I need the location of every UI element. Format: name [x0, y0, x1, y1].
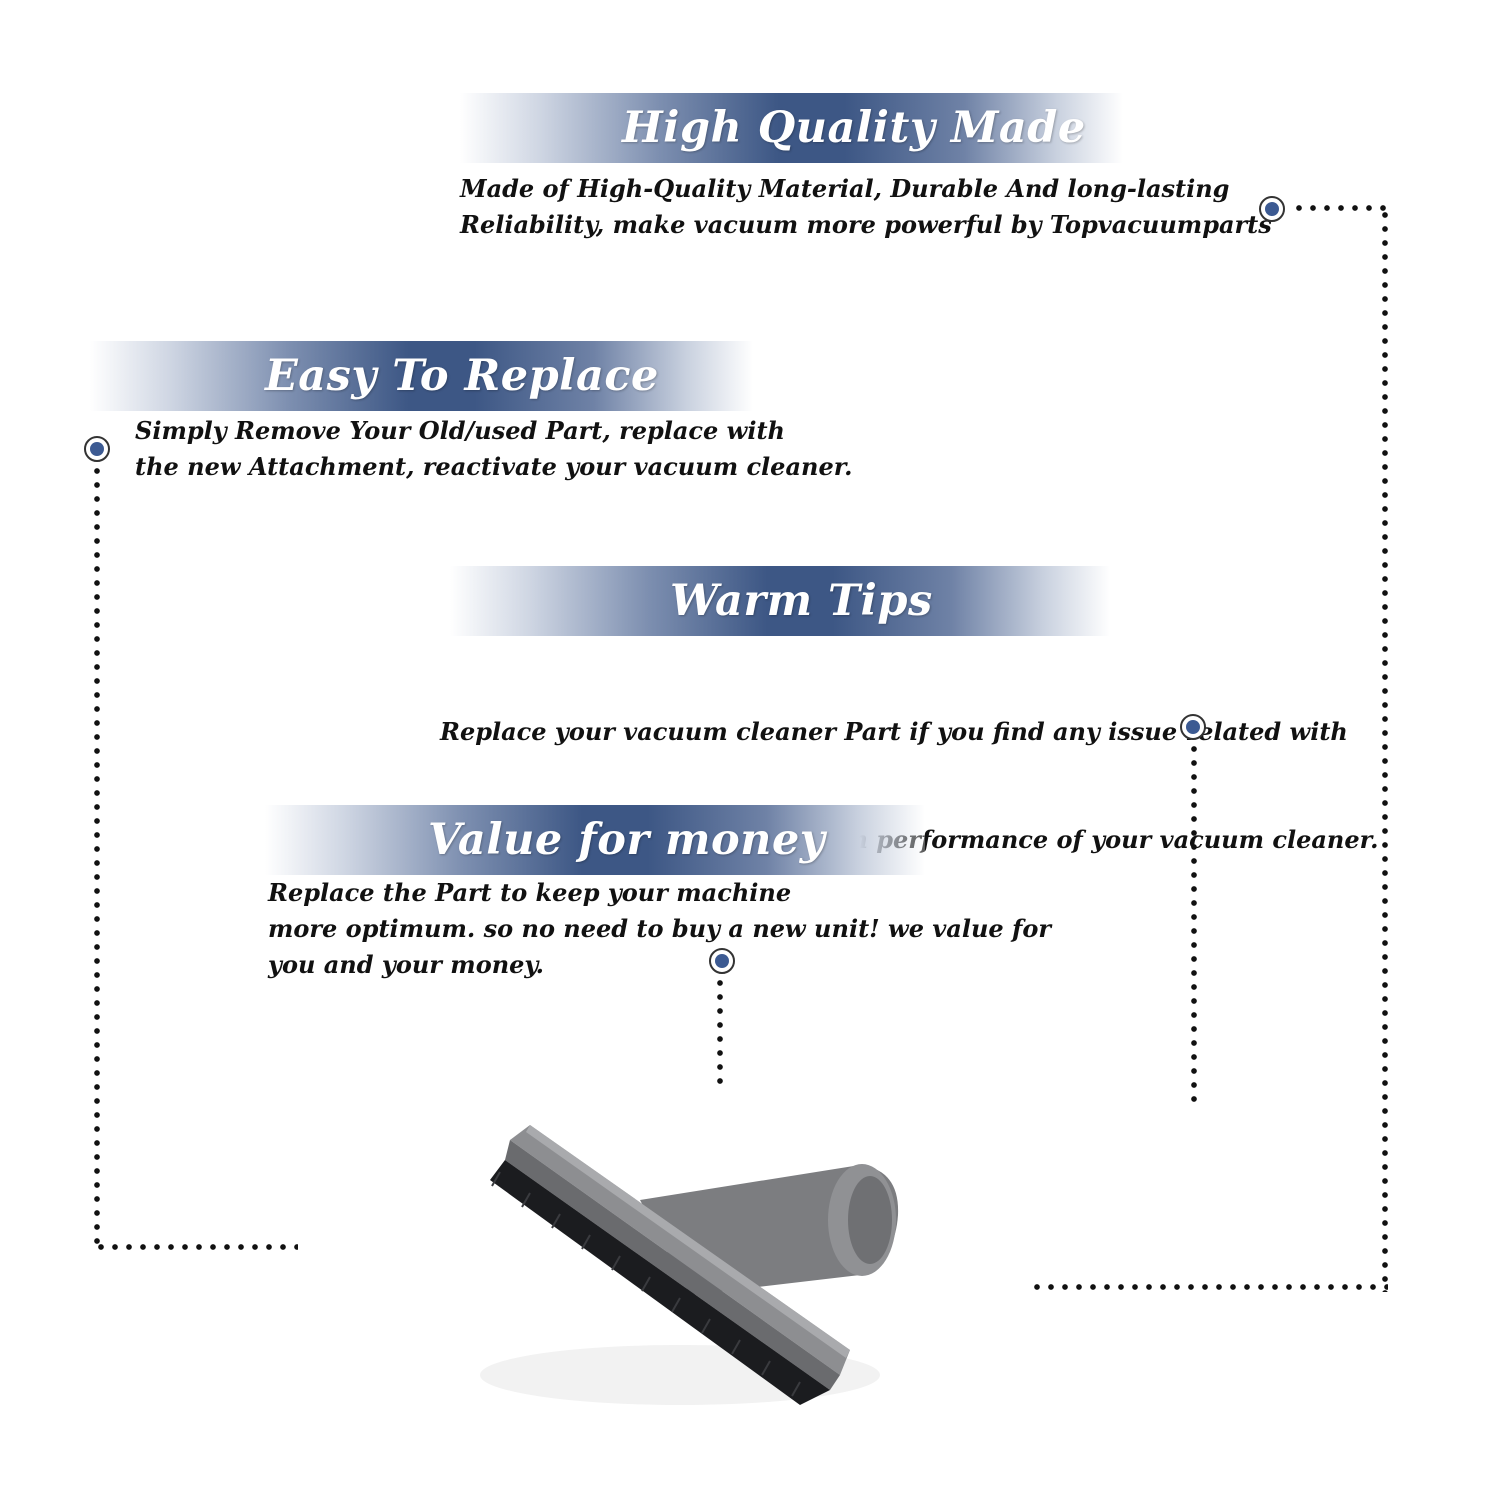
banner-easy-replace: Easy To Replace — [90, 341, 753, 411]
marker-dot-icon — [1180, 714, 1206, 740]
connector-dotted-line — [94, 464, 100, 1250]
connector-dotted-line — [94, 1244, 298, 1250]
connector-dotted-line — [717, 976, 723, 1092]
description-line: you and your money. — [268, 950, 544, 979]
marker-dot-icon — [709, 948, 735, 974]
section-title: High Quality Made — [622, 103, 1086, 153]
banner-value-money: Value for money — [265, 805, 925, 875]
section-description: Replace the Part to keep your machine mo… — [268, 875, 1051, 983]
section-description: Made of High-Quality Material, Durable A… — [460, 171, 1272, 243]
section-title: Value for money — [428, 815, 826, 865]
marker-dot-icon — [1259, 196, 1285, 222]
connector-dotted-line — [1030, 1284, 1388, 1290]
brush-attachment-icon — [480, 1125, 899, 1405]
banner-warm-tips: Warm Tips — [450, 566, 1110, 636]
description-line: Replace your vacuum cleaner Part if you … — [440, 717, 1348, 746]
connector-dotted-line — [1292, 205, 1388, 211]
connector-dotted-line — [1382, 208, 1388, 1292]
description-line: Reliability, make vacuum more powerful b… — [460, 210, 1272, 239]
description-line: more optimum. so no need to buy a new un… — [268, 914, 1051, 943]
description-line: Made of High-Quality Material, Durable A… — [460, 174, 1230, 203]
banner-high-quality: High Quality Made — [460, 93, 1123, 163]
marker-dot-icon — [84, 436, 110, 462]
section-description: Simply Remove Your Old/used Part, replac… — [135, 413, 853, 485]
description-line: the new Attachment, reactivate your vacu… — [135, 452, 853, 481]
description-line: Replace the Part to keep your machine — [268, 878, 792, 907]
description-line: Simply Remove Your Old/used Part, replac… — [135, 416, 785, 445]
section-title: Warm Tips — [670, 576, 933, 626]
section-title: Easy To Replace — [265, 351, 659, 401]
connector-dotted-line — [1191, 742, 1197, 1108]
